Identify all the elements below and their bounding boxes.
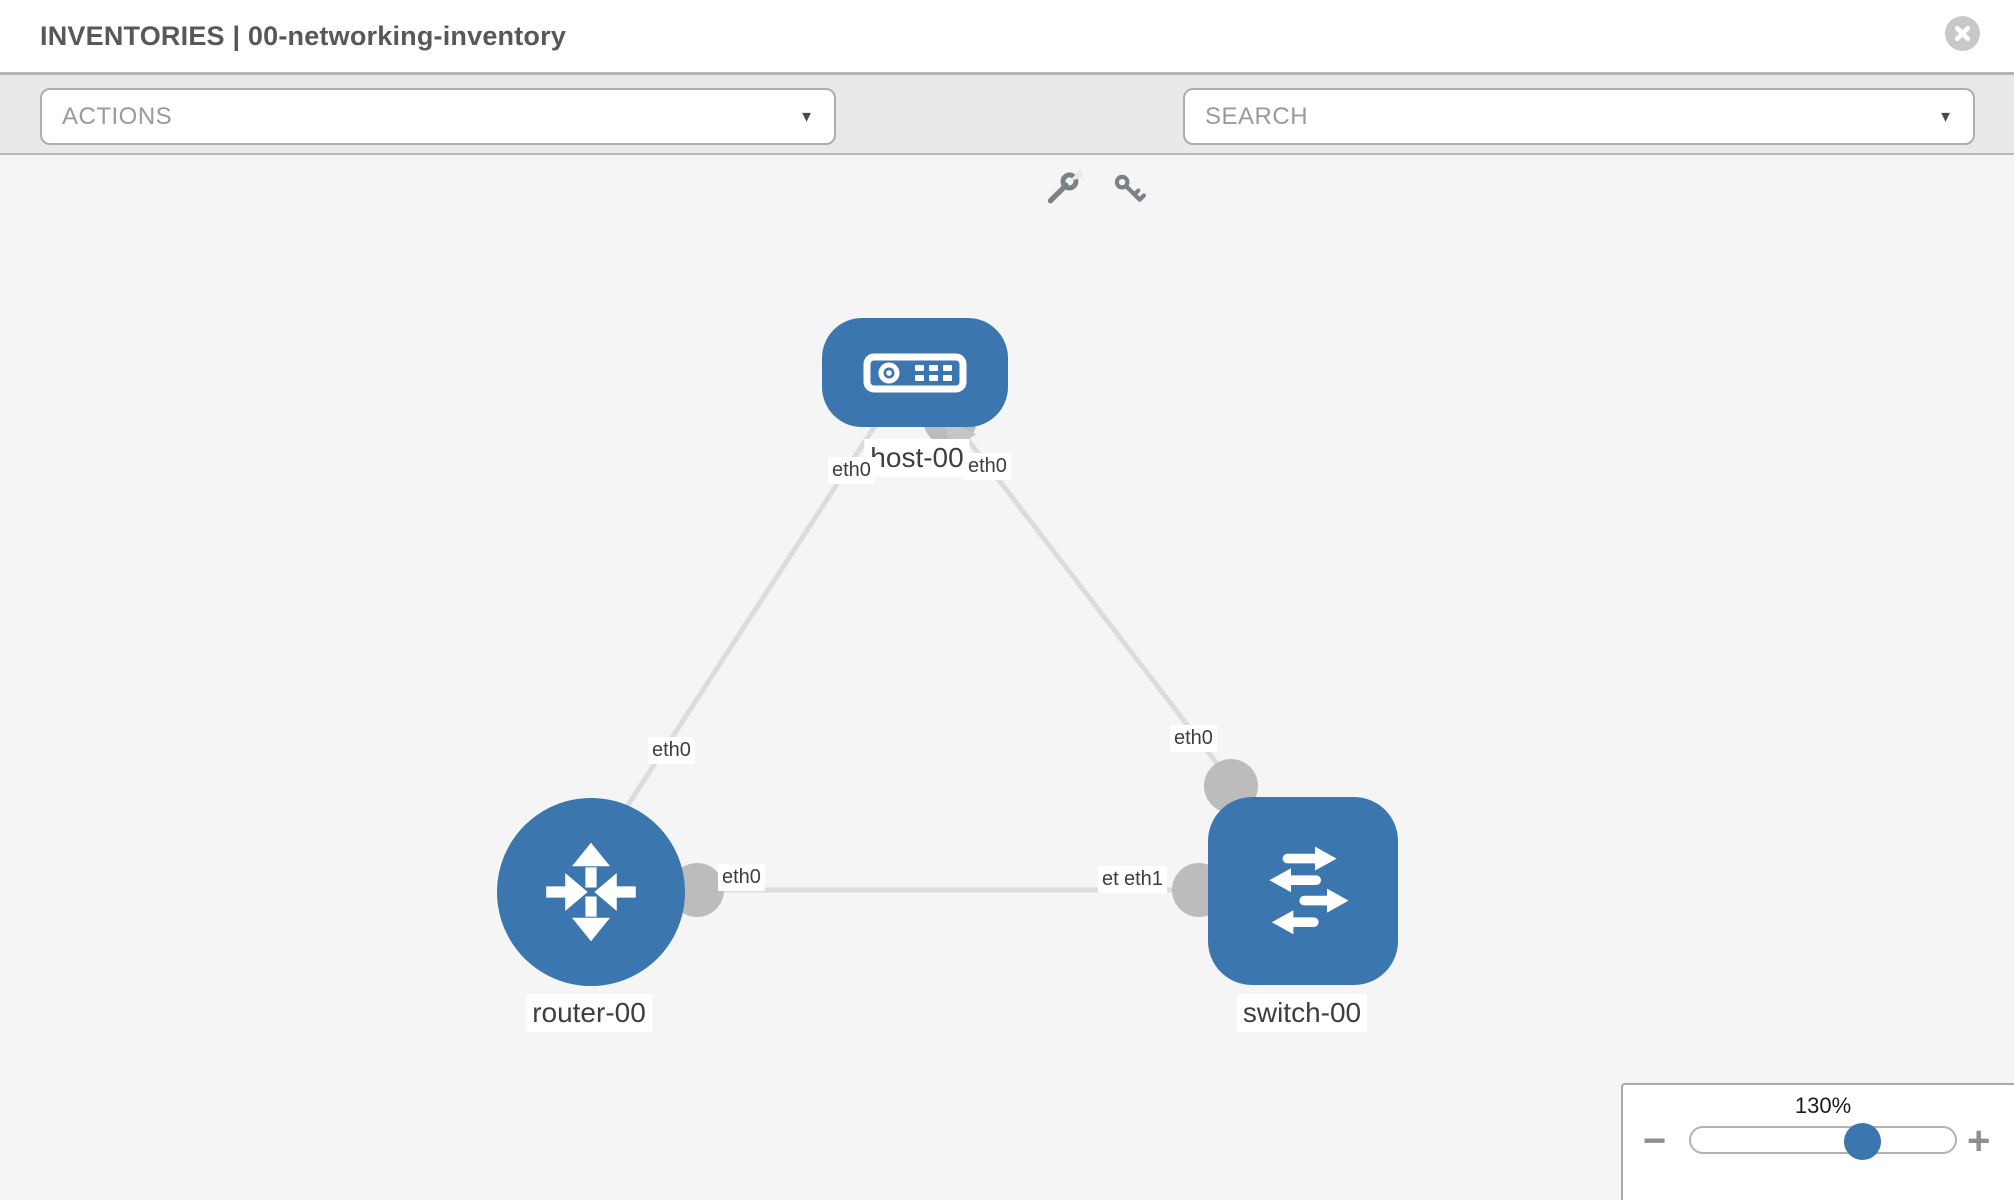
zoom-slider-track[interactable] bbox=[1689, 1126, 1957, 1154]
zoom-panel: 130% − + bbox=[1621, 1083, 2014, 1200]
router-icon bbox=[546, 842, 636, 942]
iface-label-router-eth0-right: eth0 bbox=[718, 864, 765, 891]
node-host-00[interactable] bbox=[822, 318, 1008, 427]
actions-dropdown[interactable]: ACTIONS ▼ bbox=[40, 88, 836, 145]
wrench-button[interactable] bbox=[1044, 168, 1085, 213]
close-icon bbox=[1954, 25, 1971, 42]
key-button[interactable] bbox=[1112, 172, 1147, 212]
zoom-level-value: 130% bbox=[1794, 1093, 1852, 1118]
node-switch-00[interactable] bbox=[1208, 797, 1398, 985]
node-label-switch: switch-00 bbox=[1236, 994, 1368, 1032]
header-bar: INVENTORIES | 00-networking-inventory bbox=[0, 0, 2014, 72]
node-router-00[interactable] bbox=[497, 798, 685, 986]
switch-icon bbox=[1269, 846, 1349, 935]
key-icon bbox=[1114, 174, 1146, 202]
iface-label-router-eth0-top: eth0 bbox=[648, 737, 695, 764]
zoom-in-button[interactable]: + bbox=[1967, 1119, 1991, 1163]
zoom-out-button[interactable]: − bbox=[1643, 1119, 1667, 1163]
chevron-down-icon: ▼ bbox=[1938, 108, 1953, 125]
node-label-host: host-00 bbox=[864, 439, 970, 477]
search-dropdown-label: SEARCH bbox=[1205, 102, 1309, 130]
close-button[interactable] bbox=[1945, 16, 1980, 51]
page-title: INVENTORIES | 00-networking-inventory bbox=[40, 21, 567, 51]
wrench-icon bbox=[1047, 168, 1085, 204]
toolbar: ACTIONS ▼ SEARCH ▼ bbox=[0, 72, 2014, 204]
chevron-down-icon: ▼ bbox=[799, 108, 814, 125]
iface-label-host-eth0-right: eth0 bbox=[964, 453, 1011, 480]
iface-label-host-eth0-left: eth0 bbox=[828, 457, 875, 484]
iface-label-switch-eth0-top: eth0 bbox=[1170, 725, 1217, 752]
search-dropdown[interactable]: SEARCH ▼ bbox=[1183, 88, 1975, 145]
actions-dropdown-label: ACTIONS bbox=[62, 102, 173, 130]
iface-label-switch-eth1: eth1 bbox=[1120, 866, 1167, 893]
node-label-router: router-00 bbox=[526, 994, 652, 1032]
link-host-router[interactable] bbox=[597, 410, 887, 850]
host-icon bbox=[863, 353, 967, 392]
zoom-slider-handle[interactable] bbox=[1844, 1123, 1881, 1160]
